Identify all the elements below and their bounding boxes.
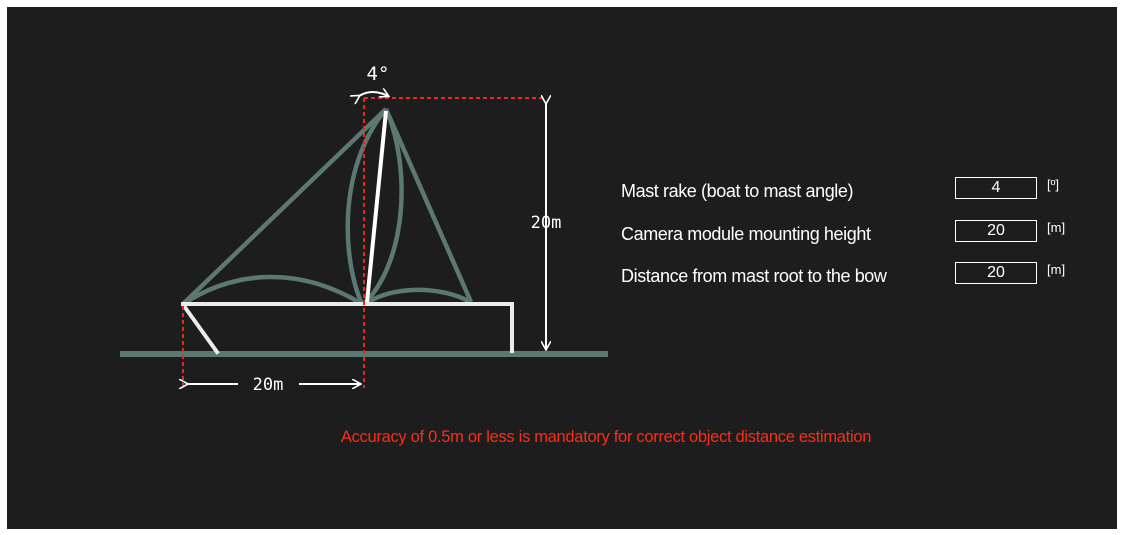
mast-rake-row: Mast rake (boat to mast angle) [º]: [621, 177, 1091, 207]
camera-height-unit: [m]: [1047, 220, 1066, 235]
mast-rake-unit: [º]: [1047, 177, 1059, 192]
bow-distance-row: Distance from mast root to the bow [m]: [621, 262, 1091, 292]
angle-arc: [359, 92, 388, 96]
guide-lines: [182, 97, 546, 388]
boat-hull: [181, 302, 514, 355]
angle-label: 4°: [367, 63, 390, 85]
sail-rigging: [181, 107, 474, 306]
camera-height-row: Camera module mounting height [m]: [621, 220, 1091, 250]
bow-distance-label: Distance from mast root to the bow: [621, 266, 887, 286]
distance-label: 20m: [253, 375, 284, 395]
camera-height-input[interactable]: [955, 220, 1037, 242]
bow-distance-input[interactable]: [955, 262, 1037, 284]
accuracy-warning: Accuracy of 0.5m or less is mandatory fo…: [340, 428, 872, 446]
settings-panel: 4° 20m 20m Mast rake (boat to mast angle…: [7, 7, 1117, 529]
mast-rake-label: Mast rake (boat to mast angle): [621, 181, 854, 201]
bow-distance-unit: [m]: [1047, 262, 1066, 277]
mast: [365, 110, 388, 303]
height-label: 20m: [531, 213, 562, 233]
mast-rake-input[interactable]: [955, 177, 1037, 199]
boat-diagram: 4° 20m 20m: [120, 63, 608, 395]
camera-height-label: Camera module mounting height: [621, 224, 871, 244]
